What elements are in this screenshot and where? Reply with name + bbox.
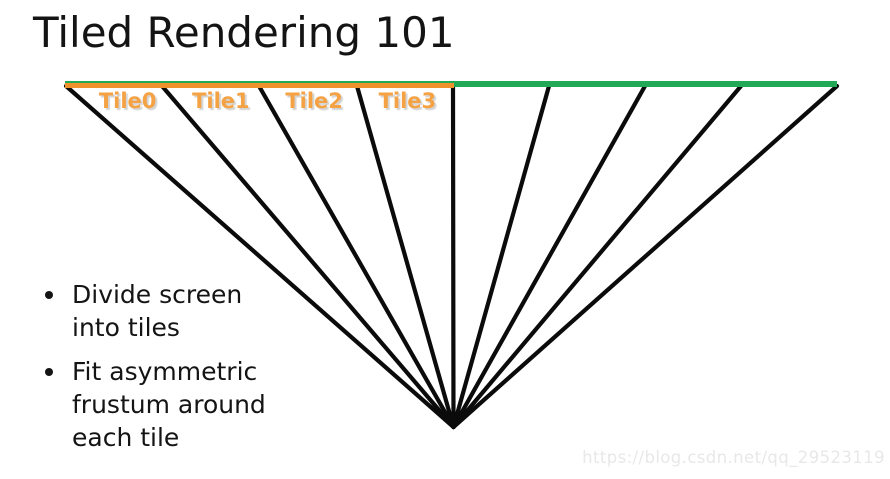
frustum-edge-line: [451, 83, 744, 430]
bullet-fit-frustum: Fit asymmetric frustum around each tile: [38, 355, 284, 454]
bullet-divide-screen: Divide screen into tiles: [38, 278, 284, 344]
frustum-edge-line: [354, 83, 456, 430]
tile-label: Tile1: [192, 89, 250, 113]
watermark-text: https://blog.csdn.net/qq_29523119: [582, 448, 885, 467]
frustum-edge-line: [159, 83, 456, 430]
tile-labels: Tile0 Tile1 Tile2 Tile3: [65, 89, 454, 113]
frustum-edge-line: [256, 83, 456, 430]
frustum-edge-line: [451, 83, 552, 430]
frustum-edge-line: [450, 83, 456, 430]
tile-label: Tile3: [378, 89, 437, 113]
frustum-edge-line: [451, 83, 648, 430]
tile-label: Tile2: [285, 89, 343, 113]
slide-title: Tiled Rendering 101: [33, 8, 455, 57]
tiled-region-line-orange: [65, 83, 454, 88]
tile-label: Tile0: [98, 89, 157, 113]
bullet-list: Divide screen into tiles Fit asymmetric …: [38, 278, 284, 465]
frustum-edge-line: [451, 83, 840, 430]
frustum-edge-line: [63, 83, 456, 430]
